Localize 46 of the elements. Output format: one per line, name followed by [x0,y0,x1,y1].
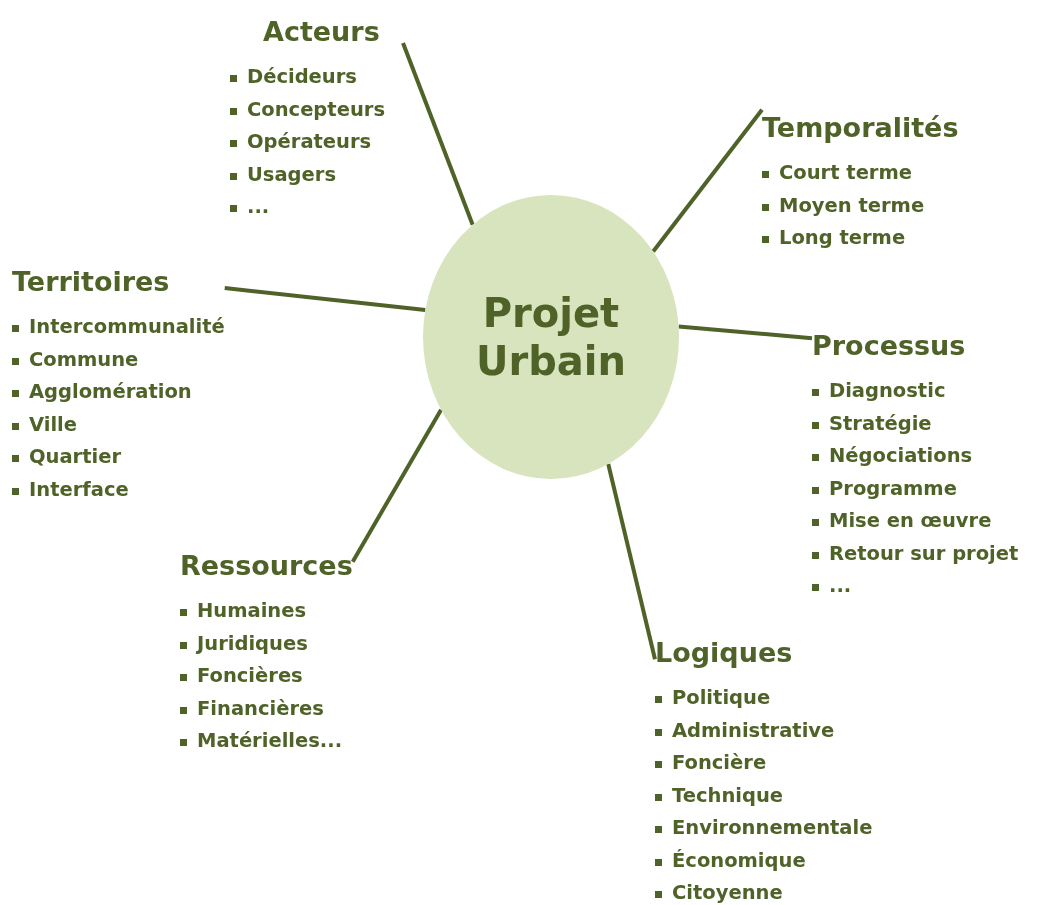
connector-line [678,324,813,341]
bullet-item: ... [812,570,852,603]
bullet-item: Programme [812,472,957,505]
bullet-item: Citoyenne [655,877,783,905]
bullet-item: Moyen terme [762,189,925,222]
bullet-item: Opérateurs [230,126,372,159]
connector-line [401,42,475,226]
category-heading: Temporalités [762,111,959,145]
bullet-item: Concepteurs [230,93,385,126]
bullet-item: Foncière [655,747,767,780]
category-heading: Territoires [12,265,170,299]
bullet-item: Environnementale [655,812,873,845]
bullet-item: Décideurs [230,61,357,94]
category-heading: Ressources [180,549,353,583]
connector-line [651,108,764,253]
bullet-item: Foncières [180,660,303,693]
bullet-item: Négociations [812,440,973,473]
bullet-item: Stratégie [812,407,932,440]
bullet-item: Mise en œuvre [812,505,992,538]
bullet-item: Économique [655,844,806,877]
bullet-item: ... [230,191,270,224]
bullet-item: Matérielles... [180,725,343,758]
bullet-item: Quartier [12,441,122,474]
bullet-item: Retour sur projet [812,537,1019,570]
bullet-item: Commune [12,343,139,376]
category-heading: Acteurs [263,15,380,49]
bullet-item: Politique [655,682,771,715]
bullet-item: Diagnostic [812,375,946,408]
bullet-item: Administrative [655,714,835,747]
bullet-item: Humaines [180,595,307,628]
bullet-item: Ville [12,408,78,441]
bullet-item: Interface [12,473,129,506]
bullet-item: Usagers [230,158,336,191]
bullet-item: Agglomération [12,376,192,409]
category-heading: Logiques [655,636,793,670]
bullet-item: Juridiques [180,627,308,660]
bullet-item: Intercommunalité [12,311,225,344]
bullet-item: Court terme [762,157,913,190]
bullet-item: Technique [655,779,783,812]
category-heading: Processus [812,329,966,363]
bullet-item: Long terme [762,222,906,255]
connector-line [351,408,443,563]
connector-line [224,286,426,312]
bullet-item: Financières [180,692,324,725]
center-title: Projet Urbain [475,289,627,385]
connector-line [606,463,657,660]
